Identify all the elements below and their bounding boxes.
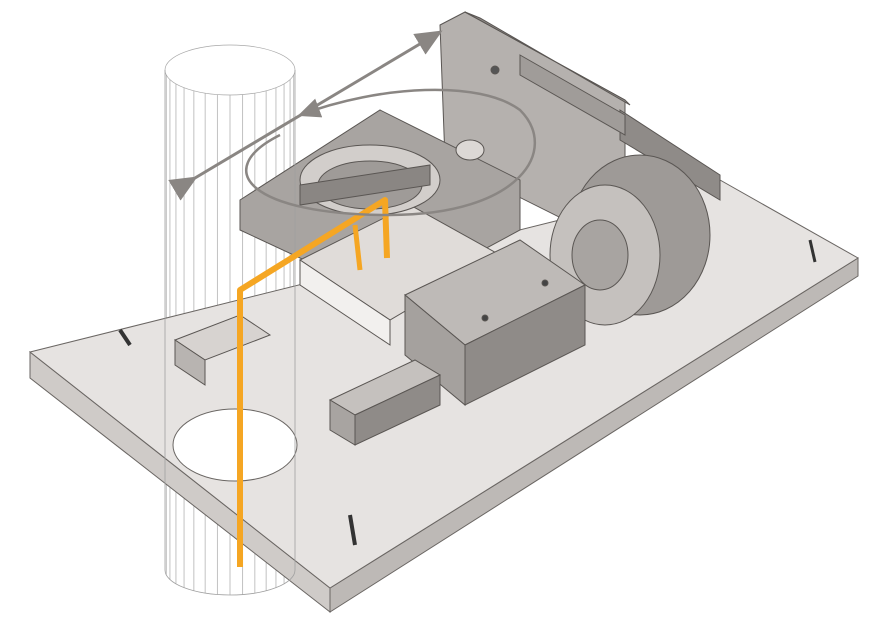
- beam-path-secondary: [352, 224, 363, 271]
- small-block: [173, 314, 442, 446]
- motor: [549, 154, 711, 326]
- front-block: [404, 239, 586, 407]
- rotation-arrow-icon: [245, 88, 537, 217]
- beam-path: [237, 197, 390, 567]
- plate-hole: [172, 408, 298, 482]
